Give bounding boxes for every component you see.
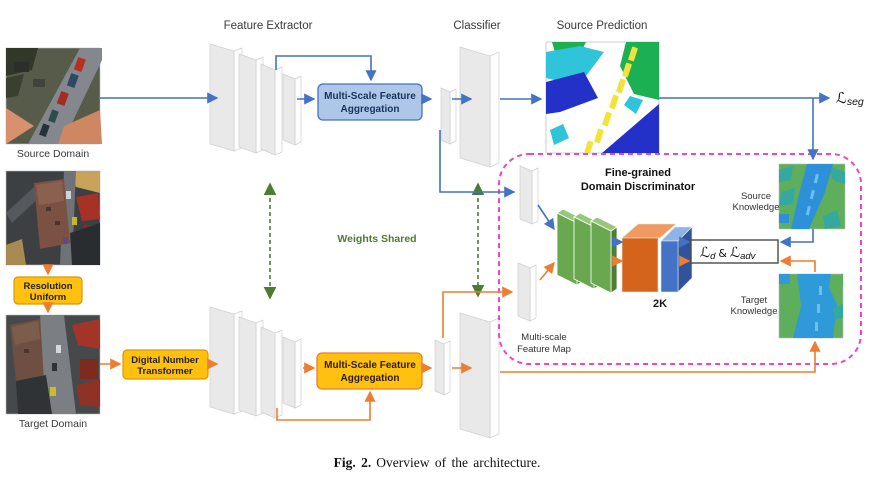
conv-layer (238, 53, 264, 154)
source-domain-label: Source Domain (17, 148, 90, 160)
target-knowledge-image (778, 273, 844, 339)
knowledge-dashes (815, 286, 822, 331)
figure-caption: Fig. 2.Overview of the architecture. (334, 455, 541, 470)
loss-seg-label: ℒseg (836, 89, 864, 108)
target-knowledge-label-line2: Knowledge (730, 306, 777, 317)
classifier-layer-small (434, 339, 451, 396)
arrow-classifier-to-target-knowledge (500, 340, 821, 373)
feature-map-slab-target (517, 262, 537, 322)
conv-layer (209, 306, 243, 415)
dnt-line1: Digital Number (131, 355, 199, 366)
output-2k-block: 2K (621, 223, 693, 310)
resolution-uniform-line2: Uniform (30, 292, 66, 303)
weights-shared-label: Weights Shared (337, 233, 416, 245)
target-domain-image (5, 314, 101, 415)
conv-layer (260, 326, 283, 419)
lane-markings (584, 46, 638, 154)
classifier-source-layers (440, 46, 500, 168)
feature-extractor-label: Feature Extractor (224, 20, 313, 32)
discriminator-title-line1: Fine-grained (605, 167, 671, 179)
source-knowledge-label-line2: Knowledge (732, 202, 779, 213)
resolution-uniform-line1: Resolution (23, 281, 72, 292)
arrow-skip-to-msfa-target (276, 390, 376, 421)
cars (39, 56, 86, 138)
dnt-line2: Transformer (137, 366, 193, 377)
classifier-layer-large (459, 312, 500, 439)
multiscale-feature-map-label-line2: Feature Map (517, 344, 571, 355)
weights-shared: Weights Shared (263, 182, 485, 300)
classifier-layer-large (459, 46, 500, 168)
target-domain-label: Target Domain (19, 418, 87, 430)
msfa-source-box: Multi-Scale Feature Aggregation (317, 83, 423, 121)
discriminator-layer (590, 216, 618, 294)
feature-extractor-source-layers (209, 43, 302, 156)
fine-grained-discriminator-region (498, 153, 862, 365)
msfa-source-line2: Aggregation (341, 104, 400, 115)
arrow-feature-map-to-discriminator (537, 204, 555, 231)
source-knowledge-label-line1: Source (741, 191, 771, 202)
msfa-target-box: Multi-Scale Feature Aggregation (316, 352, 423, 390)
arrow-skip-to-msfa (275, 55, 377, 82)
loss-d-adv-box: ℒd&ℒadv (690, 239, 779, 264)
arrow-target-knowledge-to-loss (779, 255, 816, 272)
source-domain-image (5, 47, 102, 145)
feature-extractor-target-layers (209, 306, 302, 419)
target-raw-image (5, 170, 101, 266)
msfa-target-line2: Aggregation (341, 373, 400, 384)
classifier-target-layers (434, 312, 500, 439)
discriminator-title-line2: Domain Discriminator (581, 181, 696, 193)
conv-layer (238, 316, 264, 417)
msfa-source-line1: Multi-Scale Feature (324, 91, 416, 102)
msfa-target-line1: Multi-Scale Feature (324, 360, 416, 371)
resolution-uniform-box: Resolution Uniform (13, 276, 83, 305)
loss-d-adv-label: ℒd&ℒadv (700, 245, 757, 262)
classifier-label: Classifier (453, 20, 500, 32)
arrow-source-knowledge-to-loss (779, 229, 814, 248)
target-knowledge-label-line1: Target (741, 295, 768, 306)
classifier-layer-small (440, 87, 457, 145)
source-prediction-image (545, 41, 660, 154)
arrow-branch-to-feature-map-target (442, 286, 514, 338)
target-flow-arrows (42, 255, 821, 421)
multiscale-feature-map-layers (517, 165, 539, 322)
conv-layer (282, 336, 302, 409)
arrow-branch-to-feature-map (439, 130, 516, 198)
discriminator-conv-layers (556, 208, 618, 294)
conv-layer (260, 63, 283, 156)
output-dim-label: 2K (653, 298, 667, 310)
knowledge-dashes (805, 173, 819, 216)
source-knowledge-image (778, 163, 846, 230)
source-prediction-label: Source Prediction (557, 20, 648, 32)
source-flow-arrows (100, 55, 831, 248)
multiscale-feature-map-label-line1: Multi-scale (521, 332, 566, 343)
digital-number-transformer-box: Digital Number Transformer (122, 349, 209, 380)
arrow-feature-map-to-discriminator-target (539, 261, 555, 281)
feature-map-slab-source (519, 165, 539, 225)
conv-layer (282, 73, 302, 146)
